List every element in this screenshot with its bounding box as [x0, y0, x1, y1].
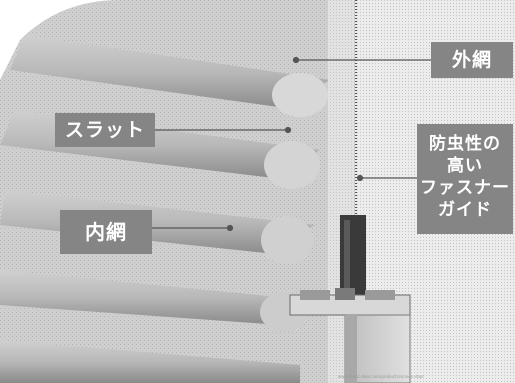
leader-lines	[152, 56, 431, 232]
frame-profile	[289, 288, 411, 383]
slats	[0, 35, 330, 383]
slat-ends	[260, 73, 328, 332]
label-slat: スラット	[55, 113, 155, 147]
label-guide-line-2: 高い	[447, 156, 483, 176]
label-guide-line-3: ファスナー	[420, 178, 510, 198]
label-guide-line-4: ガイド	[438, 200, 492, 220]
credit-text: www.fabric-door.com/products/screen-door	[338, 374, 425, 379]
label-outer-net: 外網	[431, 42, 513, 78]
label-inner-net: 内網	[60, 210, 152, 254]
label-guide-line-1: 防虫性の	[429, 134, 501, 154]
label-fastener-guide: 防虫性の 高い ファスナー ガイド	[417, 124, 513, 234]
